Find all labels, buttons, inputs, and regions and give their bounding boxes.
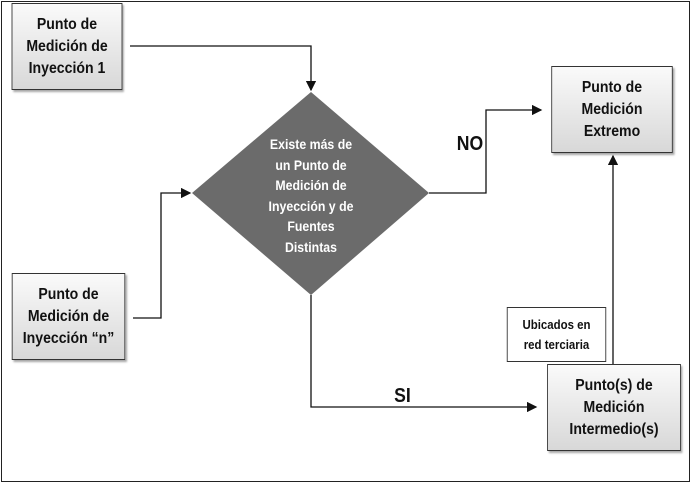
- note-line: red terciaria: [523, 336, 590, 352]
- box-line: Medición: [581, 100, 643, 118]
- decision-diamond: [192, 92, 429, 295]
- yes-label: SI: [394, 385, 411, 407]
- arrow-yes-to-intermediate: [310, 295, 538, 413]
- box-line: Inyección 1: [28, 59, 106, 77]
- decision-line: Existe más de: [269, 136, 353, 152]
- decision-line: Fuentes: [287, 218, 335, 234]
- decision-line: un Punto de: [275, 156, 347, 173]
- note-line: Ubicados en: [522, 316, 591, 332]
- diagram-border: [1, 1, 690, 482]
- injection-1-box: Punto de Medición de Inyección 1: [11, 3, 123, 90]
- no-label: NO: [456, 133, 484, 155]
- box-line: Extremo: [583, 122, 641, 140]
- box-line: Medición: [583, 398, 645, 416]
- tertiary-network-note: Ubicados en red terciaria: [506, 307, 607, 362]
- box-line: Inyección “n”: [22, 329, 115, 347]
- decision-line: Medición de: [275, 177, 347, 193]
- decision-line: Distintas: [284, 238, 338, 255]
- box-line: Medición de: [26, 37, 108, 55]
- decision-text: Existe más de un Punto de Medición de In…: [254, 134, 368, 257]
- box-line: Punto de: [581, 78, 643, 96]
- arrow-injectionn-to-decision: [133, 187, 192, 319]
- box-line: Medición de: [27, 307, 110, 325]
- box-line: Punto de: [36, 15, 98, 33]
- decision-line: Inyección y de: [268, 197, 354, 214]
- arrow-no-to-extreme: [429, 104, 543, 194]
- arrow-injection1-to-decision: [130, 45, 317, 92]
- box-line: Punto(s) de: [575, 376, 653, 394]
- injection-n-box: Punto de Medición de Inyección “n”: [11, 273, 126, 360]
- box-line: Punto de: [38, 285, 99, 303]
- box-line: Intermedio(s): [569, 420, 659, 438]
